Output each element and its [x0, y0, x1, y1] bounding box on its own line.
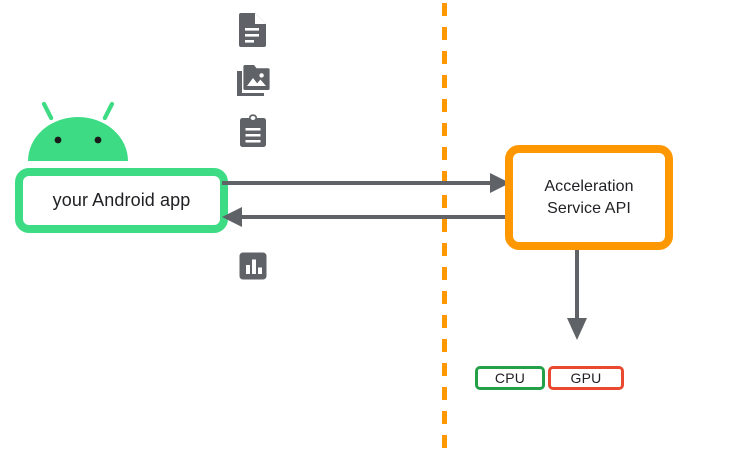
- android-app-label: your Android app: [52, 189, 191, 210]
- dashed-divider-line: [442, 3, 447, 455]
- android-app-box: your Android app: [15, 168, 228, 233]
- response-arrow: [222, 206, 510, 233]
- acceleration-service-api-box: Acceleration Service API: [505, 145, 673, 250]
- api-label-line-1: Acceleration: [544, 177, 634, 195]
- dispatch-arrow: [566, 248, 588, 345]
- hardware-chip-cpu-label: CPU: [494, 370, 526, 386]
- clipboard-icon: [239, 114, 267, 148]
- acceleration-service-api-label: Acceleration Service API: [544, 176, 633, 219]
- request-arrow: [222, 172, 510, 199]
- android-robot-icon: [26, 99, 130, 161]
- images-icon: [236, 64, 270, 96]
- hardware-chip-gpu-label: GPU: [570, 370, 602, 386]
- hardware-chip-gpu: GPU: [548, 366, 624, 390]
- hardware-chip-cpu: CPU: [475, 366, 545, 390]
- document-icon: [238, 13, 266, 47]
- bar-chart-icon: [239, 252, 267, 280]
- api-label-line-2: Service API: [547, 199, 631, 217]
